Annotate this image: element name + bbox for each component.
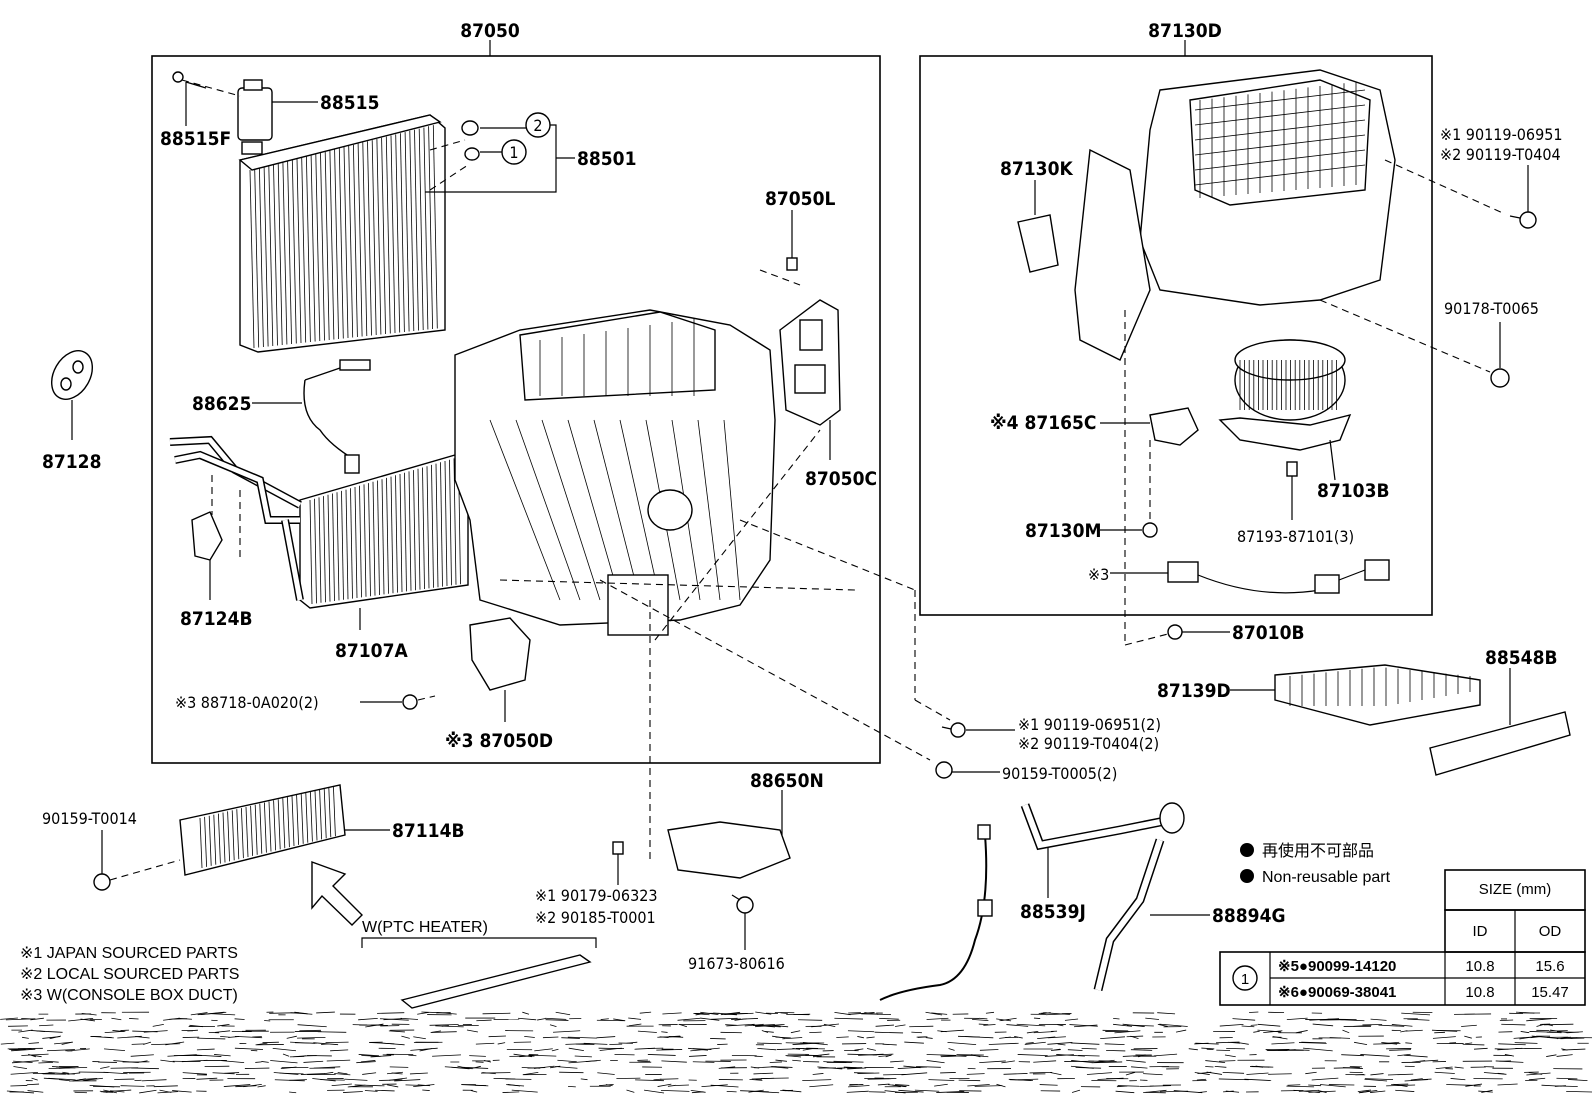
- label-87139D[interactable]: 87139D: [1157, 680, 1231, 702]
- label-90119-T0404[interactable]: ※2 90119-T0404: [1440, 145, 1561, 164]
- screw-87010B[interactable]: [1124, 310, 1230, 646]
- label-88515[interactable]: 88515: [320, 92, 379, 114]
- label-88539J[interactable]: 88539J: [1020, 901, 1086, 923]
- screw-91673[interactable]: [731, 894, 754, 950]
- note-japan-sourced: ※1 JAPAN SOURCED PARTS: [20, 945, 238, 962]
- blower-housing-87130D[interactable]: [1074, 69, 1396, 361]
- label-87050L[interactable]: 87050L: [765, 188, 835, 210]
- screw-90159-T0005[interactable]: [935, 761, 1000, 779]
- screw-90119-lower[interactable]: [941, 722, 1015, 738]
- group-frame-87050: [151, 55, 881, 764]
- label-90179-06323[interactable]: ※1 90179-06323: [535, 886, 658, 905]
- legend-jp: 再使用不可部品: [1262, 842, 1374, 860]
- screw-90119-upper[interactable]: [1384, 159, 1537, 229]
- label-87130M[interactable]: 87130M: [1025, 520, 1101, 542]
- ptc-bracket: [361, 937, 597, 1009]
- actuator-87050C[interactable]: [779, 299, 841, 426]
- label-87050D[interactable]: ※3 87050D: [445, 730, 553, 752]
- legend-en: Non-reusable part: [1262, 869, 1391, 886]
- ref-circle-2-label: 2: [533, 116, 542, 135]
- size-table-col-od: OD: [1539, 923, 1562, 940]
- cover-88548B[interactable]: [1429, 668, 1571, 776]
- ptc-heater-87114B[interactable]: [179, 784, 390, 876]
- heater-core-87107A[interactable]: [169, 435, 469, 609]
- hvac-housing-left[interactable]: [454, 309, 776, 636]
- label-90178-T0065[interactable]: 90178-T0065: [1444, 299, 1539, 318]
- resistor-87165C[interactable]: [1100, 407, 1199, 446]
- screw-87130M[interactable]: [1100, 440, 1158, 538]
- grommet-87128[interactable]: [43, 343, 100, 406]
- evaporator-core[interactable]: [238, 114, 446, 353]
- size-row-id: 10.8: [1465, 984, 1494, 1001]
- label-90159-T0014[interactable]: 90159-T0014: [42, 809, 137, 828]
- size-table: [1219, 869, 1586, 1006]
- label-88894G[interactable]: 88894G: [1212, 905, 1286, 927]
- clamp-87124B[interactable]: [191, 475, 241, 561]
- pipe-88539J[interactable]: [1020, 802, 1185, 898]
- label-87193-87101[interactable]: 87193-87101(3): [1237, 527, 1354, 546]
- control-87130K[interactable]: [1017, 180, 1059, 273]
- label-88515F[interactable]: 88515F: [160, 128, 231, 150]
- size-table-header: SIZE (mm): [1479, 881, 1552, 898]
- label-88548B[interactable]: 88548B: [1485, 647, 1558, 669]
- legend-dot-en: [1240, 869, 1254, 883]
- thermistor-88625[interactable]: [303, 359, 371, 474]
- harness-ref3[interactable]: [1110, 559, 1390, 594]
- size-row-id: 10.8: [1465, 958, 1494, 975]
- label-90159-T0005[interactable]: 90159-T0005(2): [1002, 764, 1117, 783]
- label-ref3-harness[interactable]: ※3: [1088, 565, 1109, 584]
- expansion-valve[interactable]: [237, 79, 273, 155]
- note-local-sourced: ※2 LOCAL SOURCED PARTS: [20, 966, 239, 983]
- legend-dot-jp: [1240, 843, 1254, 857]
- label-87107A[interactable]: 87107A: [335, 640, 408, 662]
- size-table-ref: 1: [1241, 971, 1249, 988]
- label-88718[interactable]: ※3 88718-0A020(2): [175, 693, 319, 712]
- nut-90178[interactable]: [1319, 299, 1510, 388]
- label-87128[interactable]: 87128: [42, 451, 101, 473]
- clip-90179[interactable]: [612, 841, 624, 885]
- note-console-box-duct: ※3 W(CONSOLE BOX DUCT): [20, 987, 238, 1004]
- label-87124B[interactable]: 87124B: [180, 608, 253, 630]
- screw-90159-T0014[interactable]: [93, 830, 181, 891]
- label-88501[interactable]: 88501: [577, 148, 636, 170]
- filter-87139D[interactable]: [1230, 664, 1481, 726]
- ref-circle-1-label: 1: [509, 143, 518, 162]
- bolt-88515F[interactable]: [172, 71, 241, 97]
- group-frame-87130D: [919, 55, 1433, 616]
- size-table-col-id: ID: [1473, 923, 1488, 940]
- label-ptc-heater[interactable]: W(PTC HEATER): [362, 919, 488, 936]
- label-90119-T0404-2[interactable]: ※2 90119-T0404(2): [1018, 734, 1159, 753]
- label-88650N[interactable]: 88650N: [750, 770, 824, 792]
- wire-harness-bottom: [879, 824, 993, 1001]
- size-row-od: 15.6: [1535, 958, 1564, 975]
- size-row-od: 15.47: [1531, 984, 1569, 1001]
- label-87130K[interactable]: 87130K: [1000, 158, 1073, 180]
- pipe-88894G[interactable]: [1093, 838, 1210, 992]
- view-arrow: [311, 861, 363, 926]
- label-90119-06951[interactable]: ※1 90119-06951: [1440, 125, 1563, 144]
- label-87165C[interactable]: ※4 87165C: [990, 412, 1096, 434]
- label-90119-06951-2[interactable]: ※1 90119-06951(2): [1018, 715, 1161, 734]
- blower-motor-87103B[interactable]: [1218, 339, 1352, 481]
- label-87114B[interactable]: 87114B: [392, 820, 465, 842]
- label-90185-T0001[interactable]: ※2 90185-T0001: [535, 908, 656, 927]
- label-88625[interactable]: 88625: [192, 393, 251, 415]
- label-87050[interactable]: 87050: [460, 20, 520, 42]
- bracket-88650N[interactable]: [667, 790, 791, 879]
- screw-87050L[interactable]: [759, 250, 801, 286]
- label-91673-80616[interactable]: 91673-80616: [688, 954, 785, 973]
- o-rings-88501[interactable]: [429, 120, 480, 191]
- screw-87193[interactable]: [1286, 461, 1298, 520]
- size-row-part[interactable]: ※6●90069-38041: [1278, 984, 1396, 1001]
- label-87050C[interactable]: 87050C: [805, 468, 877, 490]
- scan-noise: [0, 1011, 1592, 1094]
- screw-88718[interactable]: [360, 694, 436, 710]
- label-87130D[interactable]: 87130D: [1148, 20, 1222, 42]
- label-87010B[interactable]: 87010B: [1232, 622, 1305, 644]
- size-row-part[interactable]: ※5●90099-14120: [1278, 958, 1396, 975]
- duct-87050D[interactable]: [469, 617, 531, 722]
- label-87103B[interactable]: 87103B: [1317, 480, 1390, 502]
